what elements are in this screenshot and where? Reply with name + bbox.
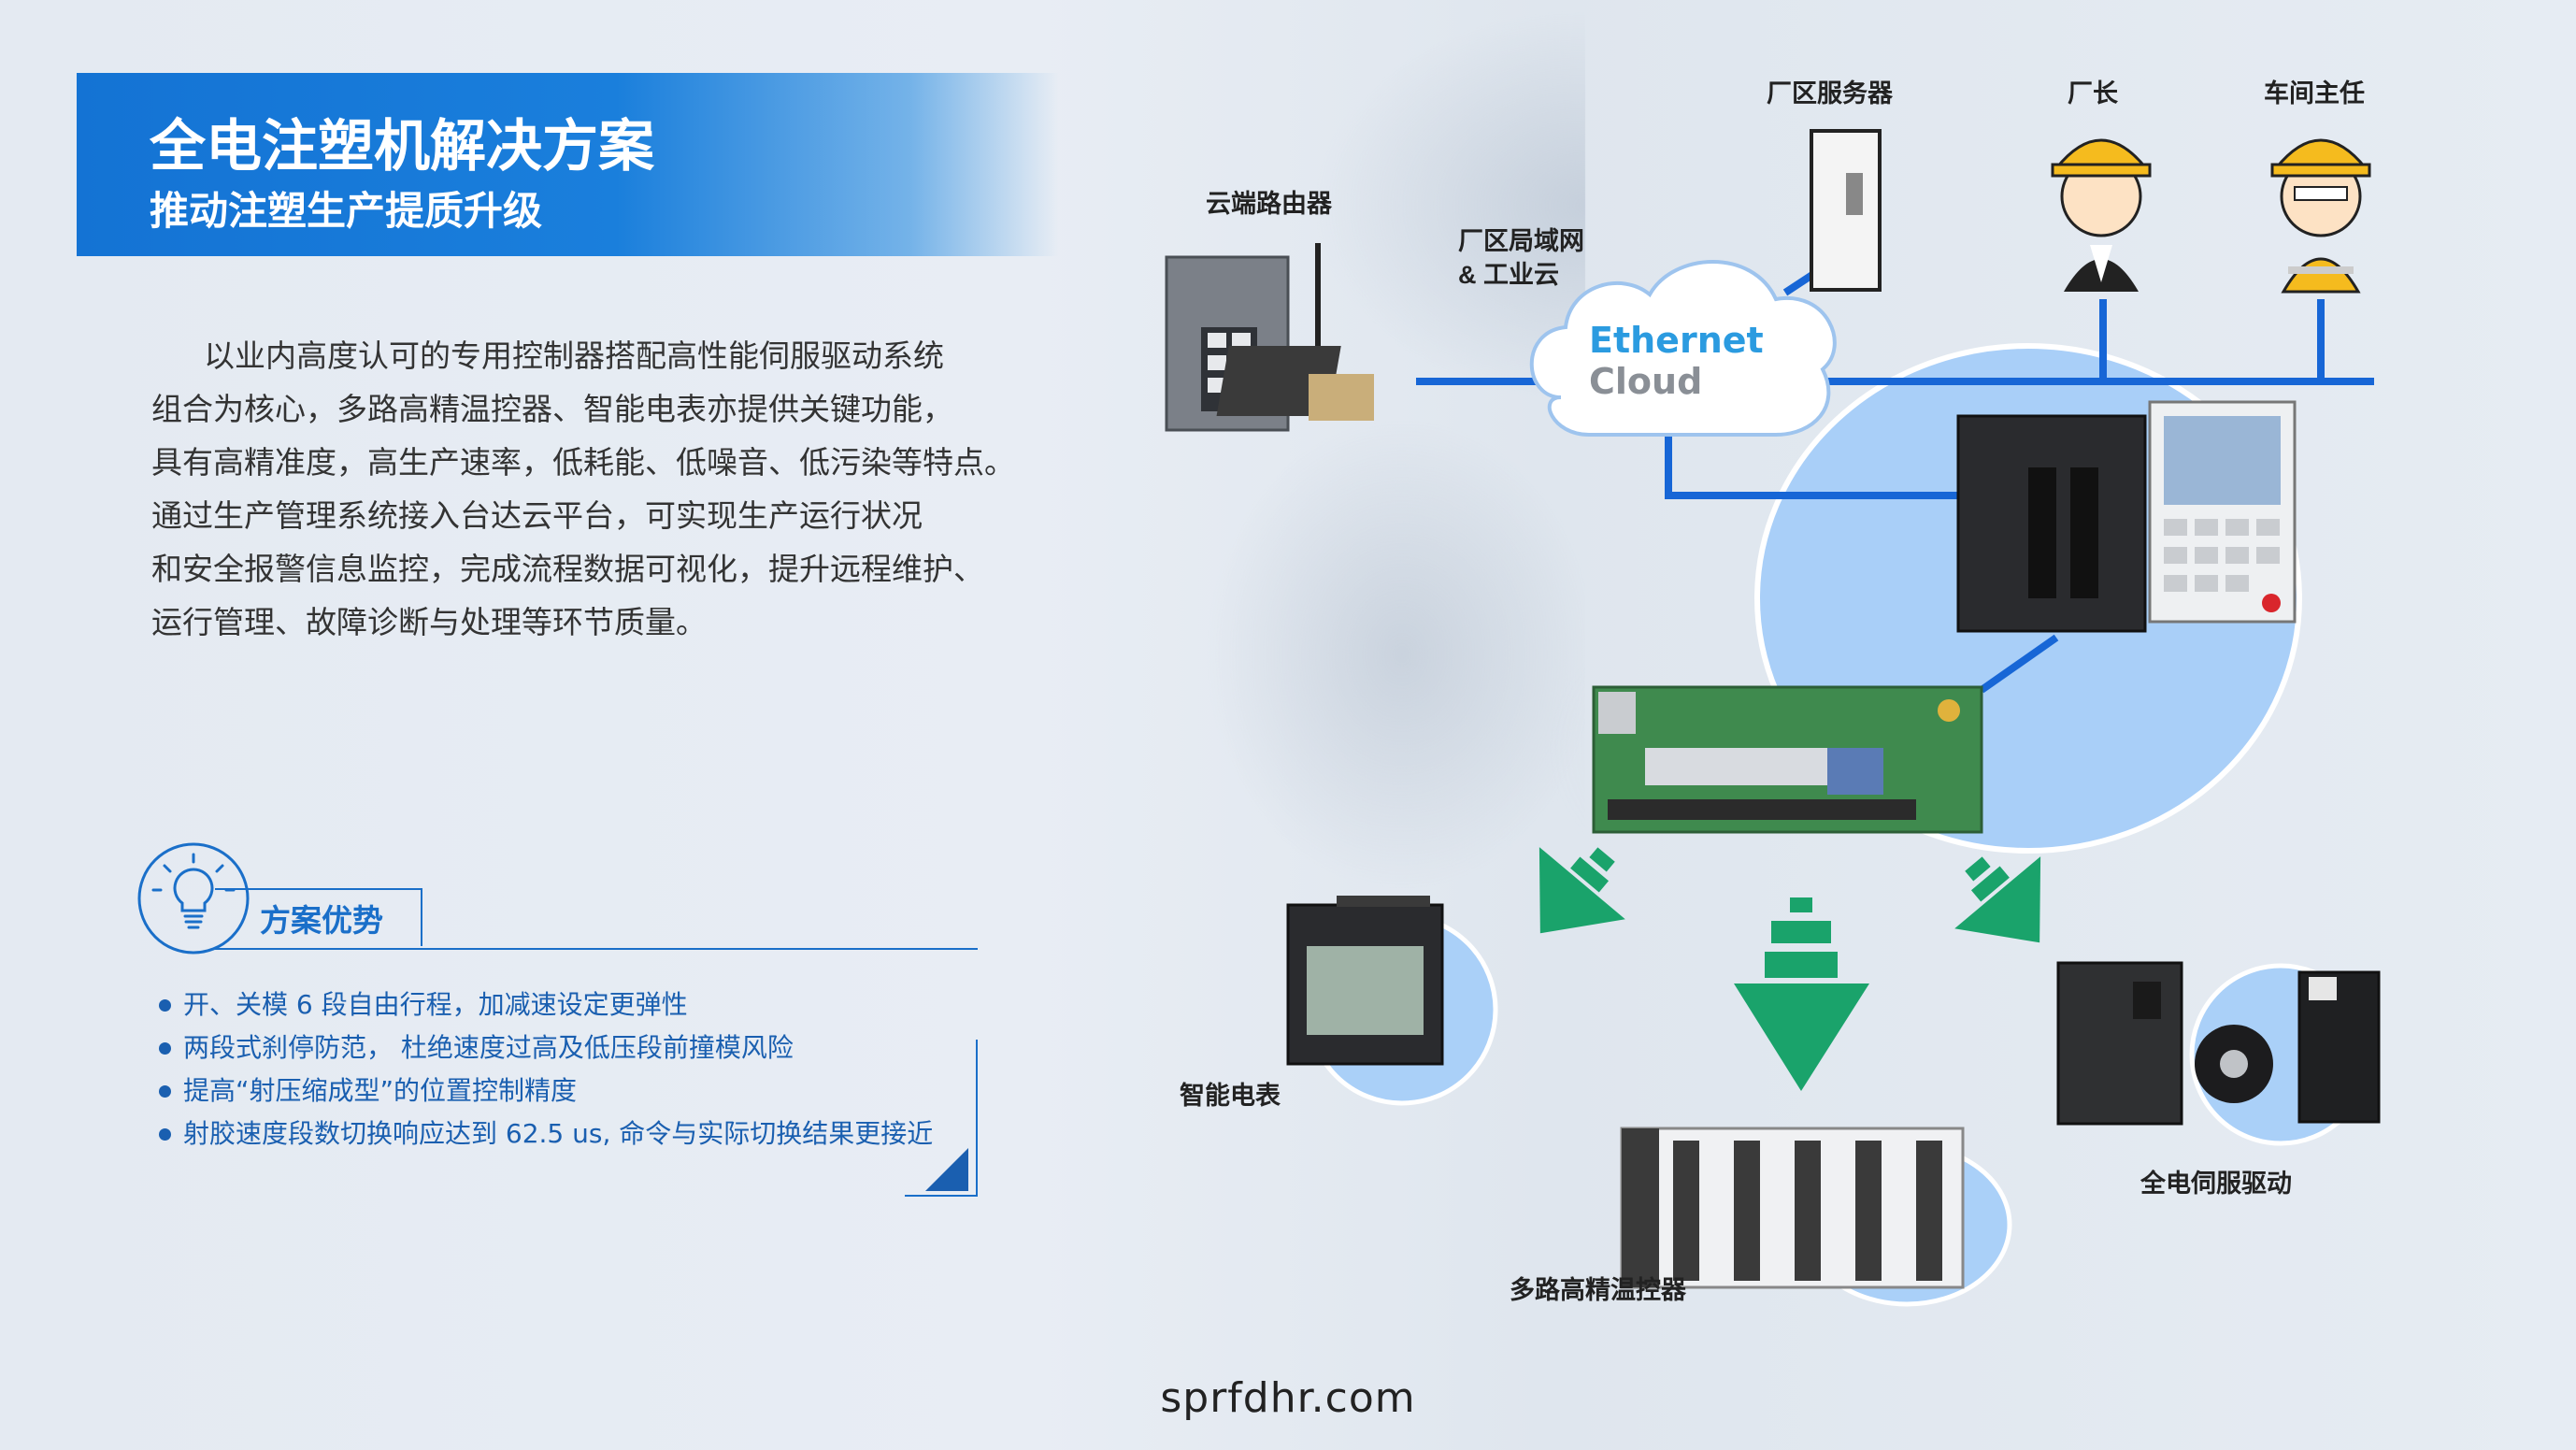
smart-meter-label: 智能电表 (1180, 1082, 1281, 1110)
title-banner (77, 73, 1058, 256)
cloud-label-line2: Cloud (1589, 361, 1703, 402)
lan-label-line1: 厂区局域网 (1458, 227, 1584, 255)
advantage-item: 开、关模 6 段自由行程，加减速设定更弹性 (159, 983, 933, 1026)
person-icon (2051, 138, 2152, 292)
intro-line: 组合为核心，多路高精温控器、智能电表亦提供关键功能， (151, 391, 953, 427)
server-label: 厂区服务器 (1767, 79, 1893, 108)
intro-paragraph: 以业内高度认可的专用控制器搭配高性能伺服驱动系统 组合为核心，多路高精温控器、智… (151, 329, 1015, 649)
advantages-title-frame (215, 888, 422, 946)
cloud-label-line1: Ethernet (1589, 320, 1764, 361)
circuit-board-icon (1592, 685, 1983, 834)
advantages-corner-triangle (925, 1148, 968, 1191)
footer-watermark: sprfdhr.com (1160, 1374, 1416, 1422)
network-lines (1416, 267, 2374, 694)
arrow-to-servo (1954, 856, 2041, 943)
advantage-item: 射胶速度段数切换响应达到 62.5 us, 命令与实际切换结果更接近 (159, 1113, 933, 1156)
lan-label-line2: & 工业云 (1458, 261, 1559, 289)
arrow-to-meter (1538, 847, 1625, 934)
intro-line: 运行管理、故障诊断与处理等环节质量。 (151, 604, 707, 640)
intro-line: 以业内高度认可的专用控制器搭配高性能伺服驱动系统 (204, 337, 944, 374)
controller-icon (1956, 400, 2297, 633)
servo-drive-label: 全电伺服驱动 (2140, 1170, 2292, 1198)
page-title: 全电注塑机解决方案 (150, 115, 654, 178)
router-label: 云端路由器 (1206, 190, 1332, 218)
advantages-list: 开、关模 6 段自由行程，加减速设定更弹性 两段式刹停防范， 杜绝速度过高及低压… (159, 983, 933, 1156)
lightbulb-icon (137, 842, 250, 955)
temp-controller-icon (1620, 1127, 1965, 1289)
advantage-item: 两段式刹停防范， 杜绝速度过高及低压段前撞模风险 (159, 1026, 933, 1070)
intro-line: 和安全报警信息监控，完成流程数据可视化，提升远程维护、 (151, 551, 984, 587)
router-icon (1165, 243, 1374, 432)
arrows (1538, 847, 2041, 1091)
advantages-title: 方案优势 (260, 903, 383, 938)
intro-line: 具有高精准度，高生产速率，低耗能、低噪音、低污染等特点。 (151, 444, 1015, 481)
advantage-item: 提高“射压缩成型”的位置控制精度 (159, 1070, 933, 1113)
factory-director-label: 厂长 (2068, 79, 2118, 108)
workshop-director-label: 车间主任 (2264, 79, 2365, 108)
ethernet-cloud-icon (1529, 260, 1837, 437)
servo-drive-icon (2056, 961, 2381, 1126)
meter-icon (1286, 896, 1444, 1066)
intro-line: 通过生产管理系统接入台达云平台，可实现生产运行状况 (151, 497, 923, 534)
server-icon (1810, 129, 1882, 292)
advantages-underline (215, 948, 978, 950)
advantages-bracket (905, 1040, 978, 1197)
temp-controller-label: 多路高精温控器 (1510, 1276, 1686, 1304)
page-subtitle: 推动注塑生产提质升级 (150, 189, 543, 233)
person-icon (2270, 138, 2371, 294)
arrow-to-temp (1734, 897, 1869, 1091)
